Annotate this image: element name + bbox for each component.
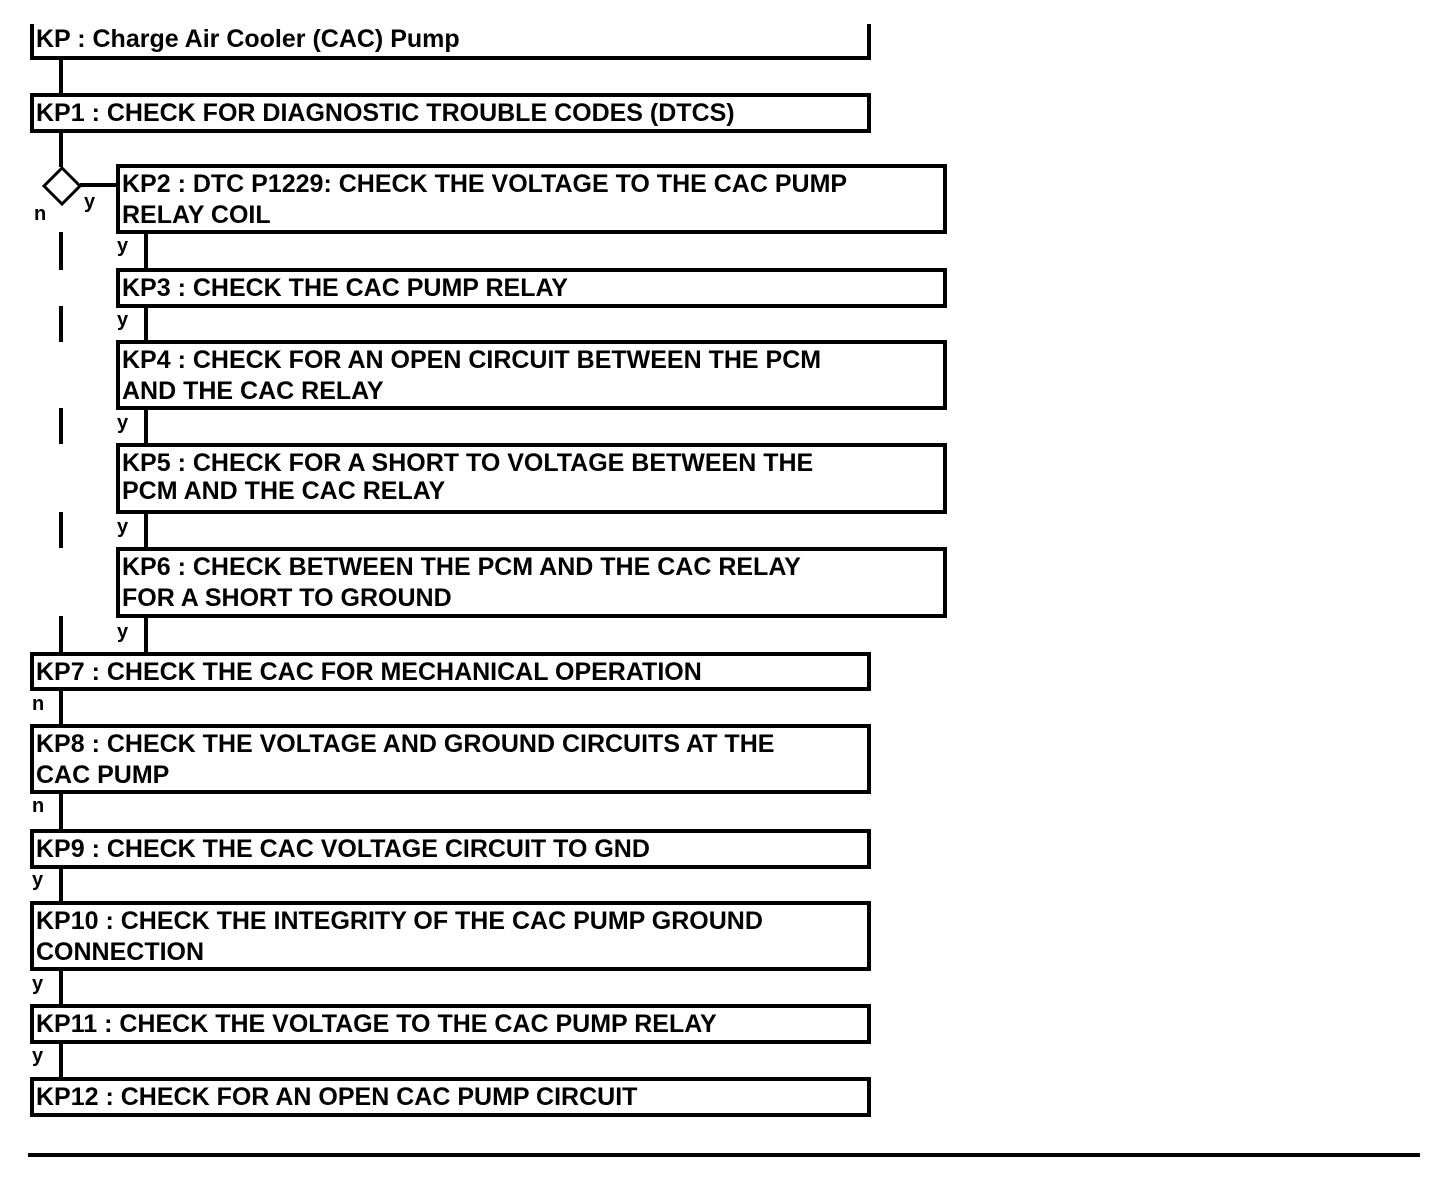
step-kp11-text: KP11 : CHECK THE VOLTAGE TO THE CAC PUMP… [36,1010,717,1038]
flowchart-title: KP : Charge Air Cooler (CAC) Pump [30,24,871,60]
step-kp8: KP8 : CHECK THE VOLTAGE AND GROUND CIRCU… [30,724,871,794]
no-branch-line-segment [59,232,63,270]
step-kp2-line2: RELAY COIL [122,201,271,229]
connector-kp6-kp7 [144,618,148,654]
connector-label: y [117,516,129,538]
connector-kp1-decision [59,133,63,167]
connector-kp9-kp10 [59,869,63,903]
connector-kp7-kp8 [59,691,63,726]
title-text: KP : Charge Air Cooler (CAC) Pump [36,25,460,53]
connector-title-kp1 [59,60,63,94]
step-kp7: KP7 : CHECK THE CAC FOR MECHANICAL OPERA… [30,652,871,691]
connector-kp5-kp6 [144,514,148,548]
connector-kp10-kp11 [59,971,63,1005]
step-kp9-text: KP9 : CHECK THE CAC VOLTAGE CIRCUIT TO G… [36,835,650,863]
step-kp10-line2: CONNECTION [36,938,205,966]
step-kp6-line1: KP6 : CHECK BETWEEN THE PCM AND THE CAC … [122,553,801,581]
step-kp8-line1: KP8 : CHECK THE VOLTAGE AND GROUND CIRCU… [36,730,775,758]
step-kp10: KP10 : CHECK THE INTEGRITY OF THE CAC PU… [30,901,871,971]
connector-label: y [32,1045,44,1067]
connector-kp2-kp3 [144,234,148,270]
step-kp5-line2: PCM AND THE CAC RELAY [122,477,446,505]
step-kp12: KP12 : CHECK FOR AN OPEN CAC PUMP CIRCUI… [30,1077,871,1117]
step-kp12-text: KP12 : CHECK FOR AN OPEN CAC PUMP CIRCUI… [36,1083,638,1111]
decision-diamond [41,166,83,206]
step-kp2: KP2 : DTC P1229: CHECK THE VOLTAGE TO TH… [116,164,947,234]
connector-label: y [32,869,44,891]
connector-label: n [32,693,45,715]
connector-label: y [117,309,129,331]
step-kp7-text: KP7 : CHECK THE CAC FOR MECHANICAL OPERA… [36,658,702,686]
step-kp11: KP11 : CHECK THE VOLTAGE TO THE CAC PUMP… [30,1004,871,1044]
connector-label: y [117,412,129,434]
step-kp3: KP3 : CHECK THE CAC PUMP RELAY [116,268,947,308]
connector-decision-kp2 [80,183,118,187]
connector-kp4-kp5 [144,410,148,444]
connector-label: y [117,235,129,257]
step-kp8-line2: CAC PUMP [36,761,170,789]
step-kp2-line1: KP2 : DTC P1229: CHECK THE VOLTAGE TO TH… [122,170,848,198]
step-kp9: KP9 : CHECK THE CAC VOLTAGE CIRCUIT TO G… [30,829,871,869]
step-kp5: KP5 : CHECK FOR A SHORT TO VOLTAGE BETWE… [116,443,947,514]
step-kp10-line1: KP10 : CHECK THE INTEGRITY OF THE CAC PU… [36,907,763,935]
connector-label: n [32,795,45,817]
decision-yes-label: y [84,191,96,213]
connector-label: y [117,621,129,643]
step-kp3-text: KP3 : CHECK THE CAC PUMP RELAY [122,274,568,302]
step-kp4-line2: AND THE CAC RELAY [122,377,384,405]
step-kp6: KP6 : CHECK BETWEEN THE PCM AND THE CAC … [116,547,947,618]
connector-kp3-kp4 [144,308,148,342]
step-kp4: KP4 : CHECK FOR AN OPEN CIRCUIT BETWEEN … [116,340,947,410]
step-kp1-text: KP1 : CHECK FOR DIAGNOSTIC TROUBLE CODES… [36,99,735,127]
no-branch-line-segment [59,306,63,342]
no-branch-line-segment [59,616,63,654]
connector-kp8-kp9 [59,794,63,830]
step-kp6-line2: FOR A SHORT TO GROUND [122,584,452,612]
step-kp5-line1: KP5 : CHECK FOR A SHORT TO VOLTAGE BETWE… [122,449,814,477]
connector-kp11-kp12 [59,1044,63,1078]
bottom-divider [28,1153,1420,1157]
step-kp1: KP1 : CHECK FOR DIAGNOSTIC TROUBLE CODES… [30,93,871,133]
decision-no-label: n [34,203,47,225]
no-branch-line-segment [59,408,63,444]
connector-label: y [32,973,44,995]
step-kp4-line1: KP4 : CHECK FOR AN OPEN CIRCUIT BETWEEN … [122,346,822,374]
no-branch-line-segment [59,512,63,548]
